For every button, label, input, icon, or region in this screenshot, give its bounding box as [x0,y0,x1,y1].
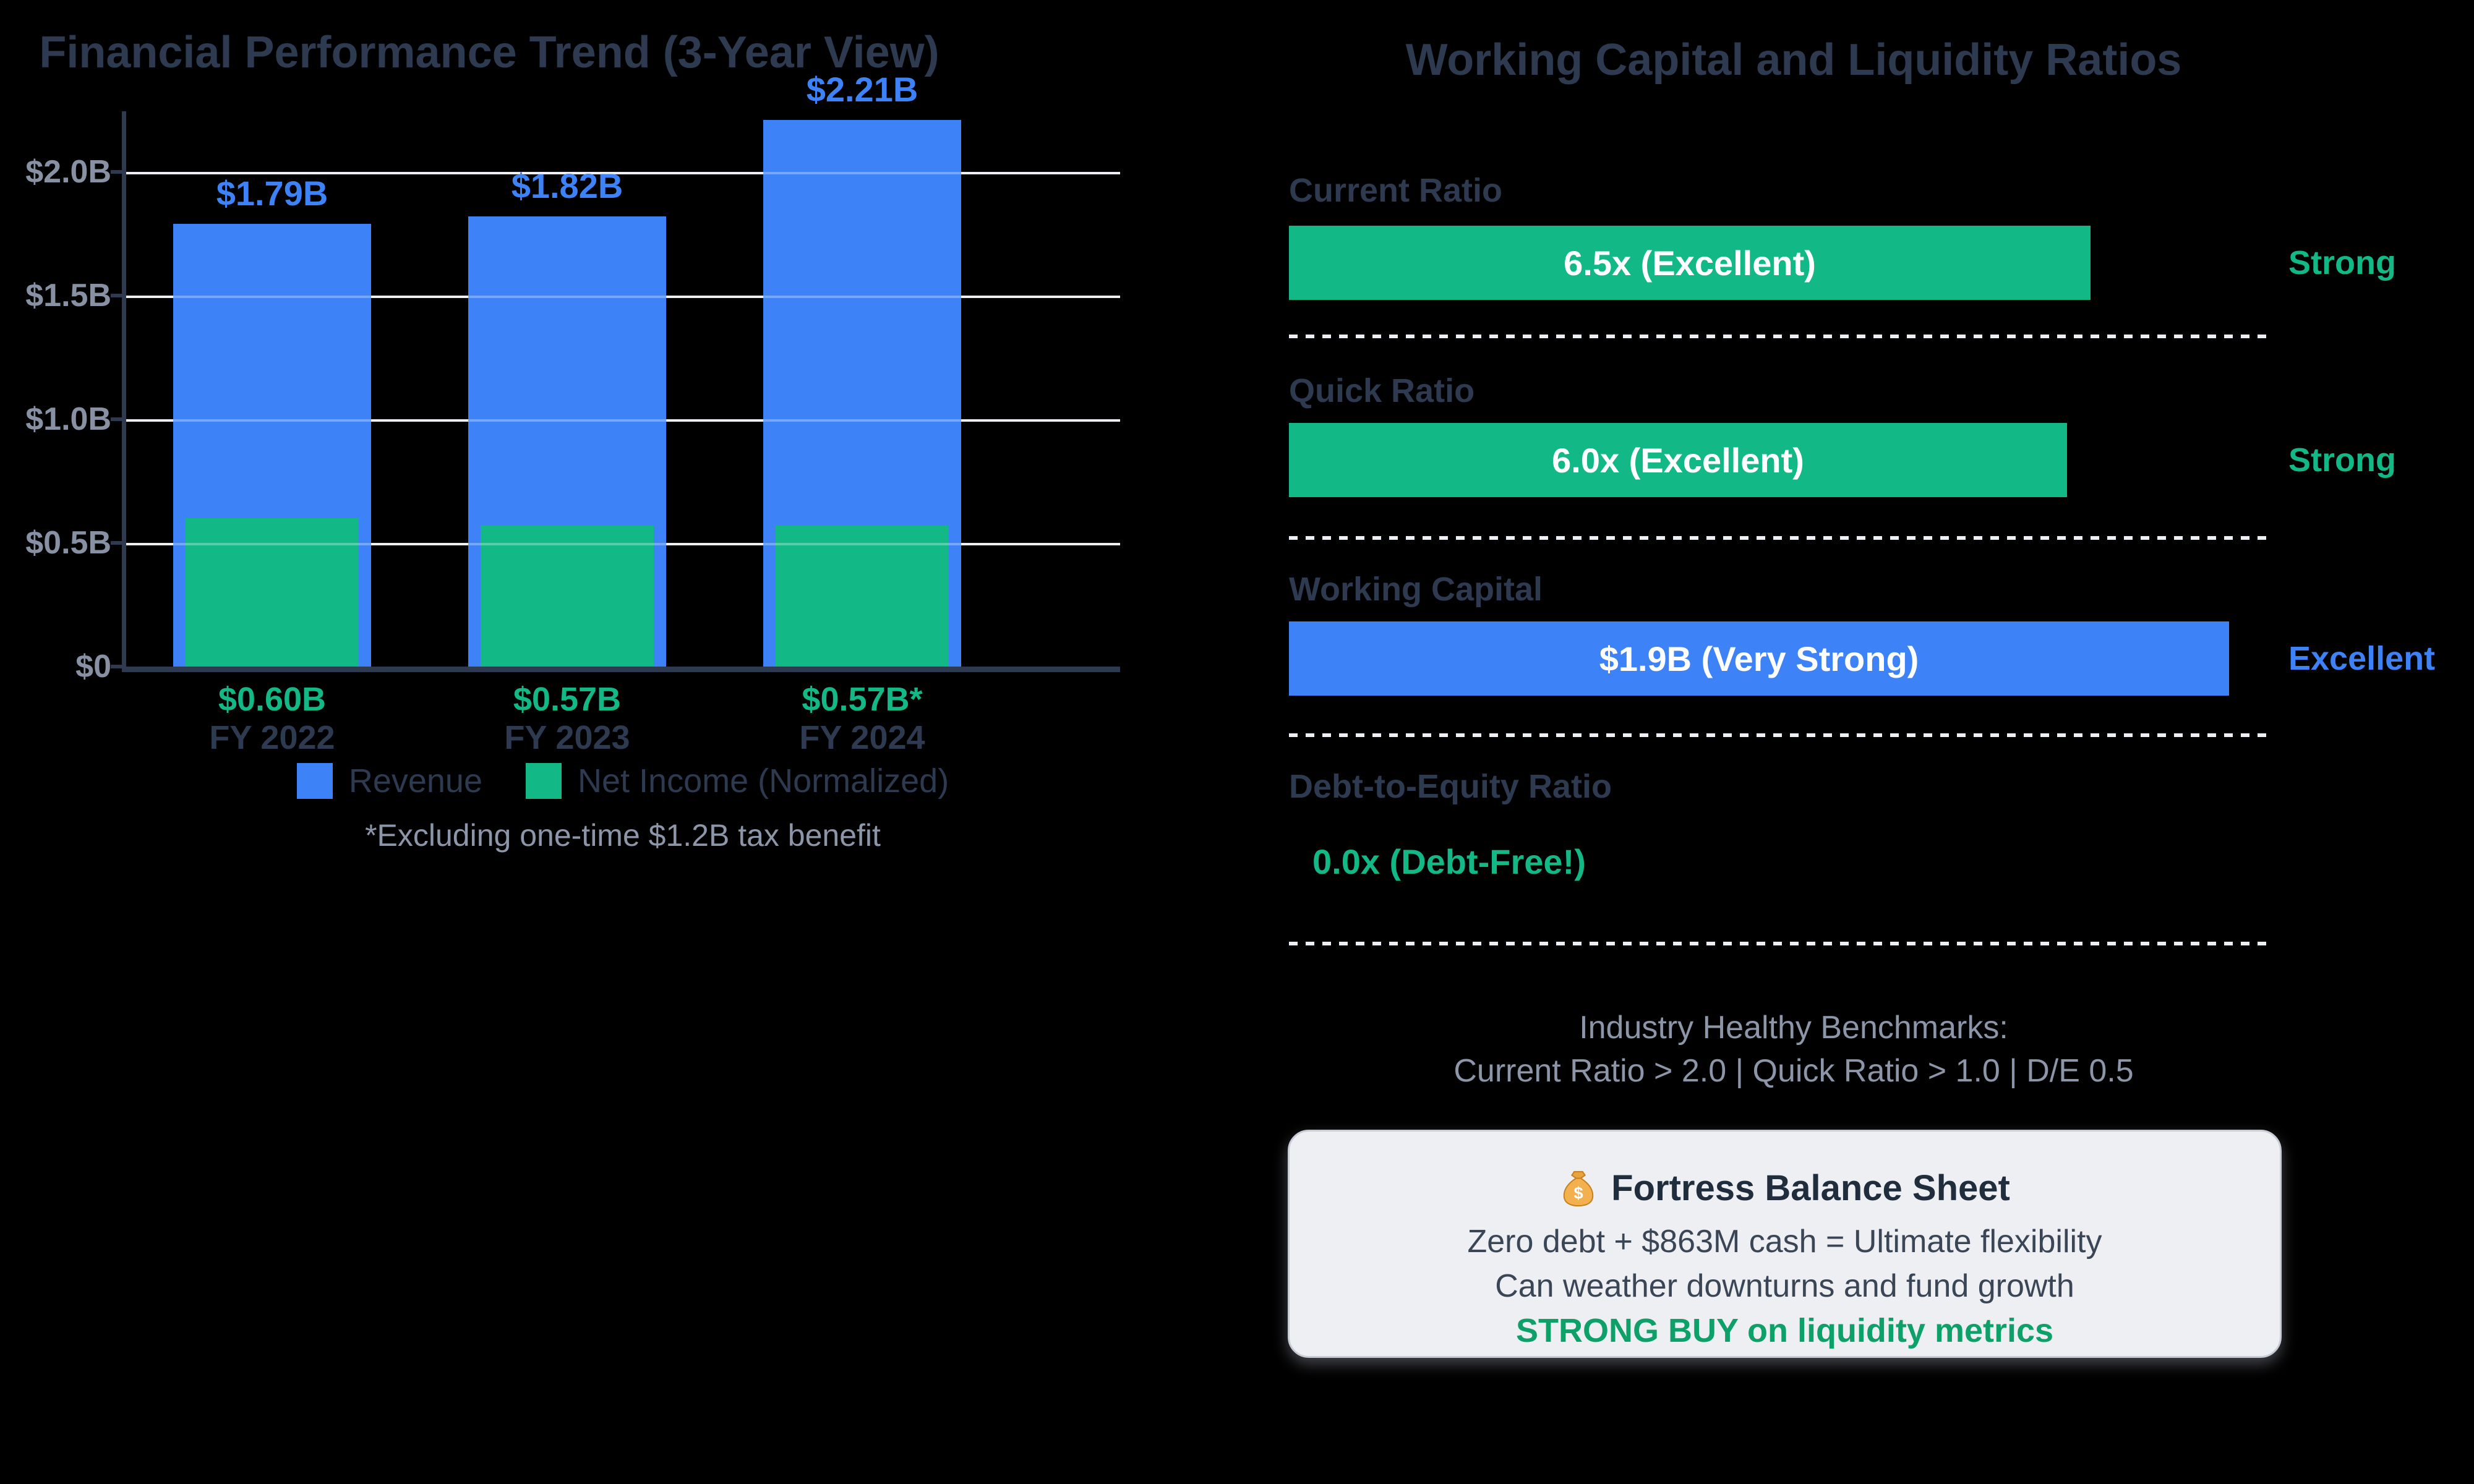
y-tick-label: $0.5B [25,525,111,561]
legend-label: Revenue [348,762,482,800]
net-income-bar-fy2023 [481,526,654,667]
gridline-overlay-0-5b [122,543,1120,545]
working-capital-bar: $1.9B (Very Strong) [1289,621,2229,696]
gridline-overlay-1-5b [122,296,1120,298]
callout-line-growth: Can weather downturns and fund growth [1495,1268,2074,1304]
money-bag-icon: $ [1563,1171,1594,1206]
y-tick-mark [111,170,122,174]
metric-label-quick-ratio: Quick Ratio [1289,372,1475,409]
callout-title: Fortress Balance Sheet [1611,1168,2010,1208]
y-tick-label: $2.0B [25,154,111,190]
y-tick-mark [111,541,122,545]
revenue-value-label: $2.21B [806,70,918,109]
y-tick-mark [111,417,122,421]
chart-footnote: *Excluding one-time $1.2B tax benefit [365,818,881,853]
metric-label-working-capital: Working Capital [1289,571,1543,608]
metric-label-current-ratio: Current Ratio [1289,172,1503,209]
benchmarks-heading: Industry Healthy Benchmarks: [1579,1010,2008,1046]
dotted-separator [1289,942,2272,945]
y-tick-mark [111,665,122,668]
net-income-value-label: $0.57B* [802,681,923,718]
y-axis-line [122,111,126,672]
legend-label: Net Income (Normalized) [578,762,949,800]
y-tick-label: $1.5B [25,278,111,313]
x-axis-label-fy2023: FY 2023 [504,719,630,756]
dotted-separator [1289,733,2272,737]
x-axis-label-fy2022: FY 2022 [209,719,335,756]
gridline-2-0b [122,172,1120,174]
revenue-value-label: $1.82B [511,166,623,205]
callout-line-flexibility: Zero debt + $863M cash = Ultimate flexib… [1467,1224,2102,1260]
current-ratio-bar: 6.5x (Excellent) [1289,226,2091,300]
legend-item-revenue: Revenue [296,762,482,800]
gridline-overlay-2-0b [122,172,1120,174]
quick-ratio-bar: 6.0x (Excellent) [1289,423,2067,497]
x-axis-line [122,667,1120,672]
dotted-separator [1289,335,2272,338]
benchmarks-values: Current Ratio > 2.0 | Quick Ratio > 1.0 … [1453,1053,2134,1089]
x-axis-label-fy2024: FY 2024 [799,719,925,756]
revenue-value-label: $1.79B [216,174,328,213]
status-label-current-ratio: Strong [2288,244,2396,281]
status-label-quick-ratio: Strong [2288,441,2396,479]
callout-title-row: $ Fortress Balance Sheet [1290,1167,2280,1209]
net-income-value-label: $0.57B [513,681,622,718]
net-income-bar-fy2022 [186,518,359,667]
status-label-working-capital: Excellent [2288,640,2436,677]
net-income-bar-fy2024 [776,526,949,667]
y-tick-label: $0 [75,649,111,684]
dotted-separator [1289,536,2272,540]
callout-strong-buy: STRONG BUY on liquidity metrics [1515,1312,2054,1349]
y-tick-mark [111,294,122,297]
left-chart-title: Financial Performance Trend (3-Year View… [39,28,940,77]
legend-item-net-income: Net Income (Normalized) [526,762,949,800]
fortress-balance-sheet-card: $ Fortress Balance Sheet Zero debt + $86… [1288,1130,2282,1358]
revenue-swatch [296,763,333,799]
net-income-swatch [526,763,562,799]
y-tick-label: $1.0B [25,401,111,437]
svg-text:$: $ [1574,1183,1583,1202]
legend: Revenue Net Income (Normalized) [4,762,1241,800]
net-income-value-label: $0.60B [218,681,327,718]
metric-label-debt-to-equity: Debt-to-Equity Ratio [1289,768,1612,805]
gridline-overlay-1-0b [122,419,1120,422]
debt-to-equity-value: 0.0x (Debt-Free!) [1312,842,1586,881]
right-panel-title: Working Capital and Liquidity Ratios [1405,35,2182,85]
